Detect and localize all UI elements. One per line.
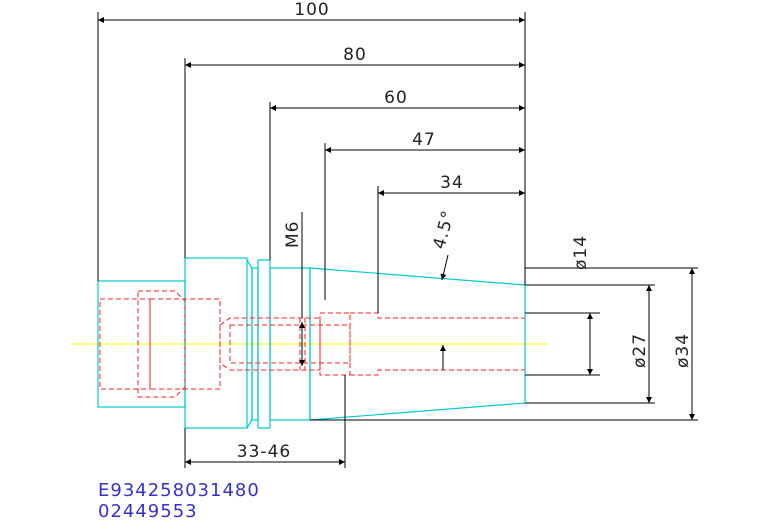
dim-100: 100 [294,0,329,20]
diameter-27-label: ø27 [630,333,650,368]
diameter-34-label: ø34 [673,333,693,368]
angle-label: 4.5° [430,208,460,251]
dim-60: 60 [384,88,408,108]
tool-outline [97,257,526,429]
range-label: 33-46 [237,442,291,462]
thread-label: M6 [283,221,303,248]
article-number: 02449553 [98,501,198,522]
dim-34: 34 [440,173,464,193]
part-code: E934258031480 [98,480,260,501]
range-dimension [184,375,346,468]
diameter-14-label: ø14 [571,235,591,270]
dim-80: 80 [343,45,367,65]
angle-leader [440,254,449,281]
diameter-dimensions [310,267,698,421]
dim-47: 47 [412,130,436,150]
length-dimensions [97,12,526,313]
